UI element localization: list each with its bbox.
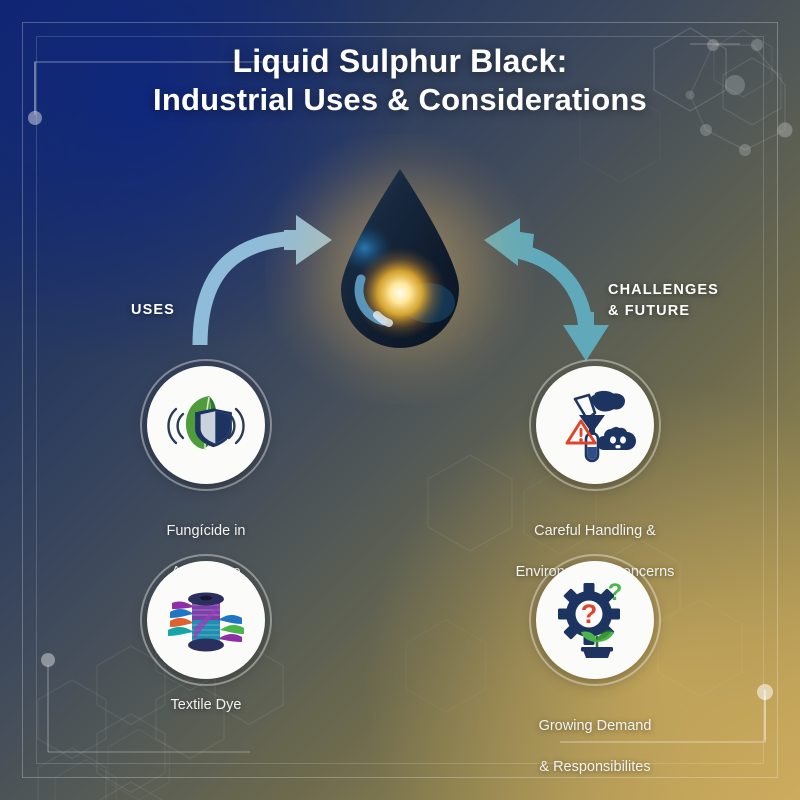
title-line-2: Industrial Uses & Considerations [153, 82, 647, 118]
branch-label-challenges-line2: & FUTURE [608, 303, 691, 320]
poster-title: Liquid Sulphur Black: Industrial Uses & … [0, 42, 800, 119]
svg-text:?: ? [581, 599, 598, 629]
thread-spool-icon [168, 592, 244, 652]
item-growing-demand-caption-line1: Growing Demand [538, 717, 652, 734]
svg-text:?: ? [608, 579, 623, 606]
leaf-shield-icon [167, 396, 245, 451]
item-textile-dye[interactable]: Textile Dye [101, 554, 311, 716]
item-growing-demand-circle[interactable]: ? ? [529, 554, 661, 686]
liquid-droplet-icon [341, 169, 459, 348]
item-careful-handling[interactable]: Careful Handling & Environmental Concern… [490, 359, 700, 582]
item-careful-handling-circle[interactable] [529, 359, 661, 491]
item-growing-demand[interactable]: ? ? [490, 554, 700, 777]
branch-label-uses: USES [131, 302, 175, 318]
title-line-1: Liquid Sulphur Black: [232, 43, 568, 79]
item-fungicide-caption-line1: Fungícide in [166, 522, 246, 539]
item-growing-demand-caption-line2: & Responsibilites [539, 758, 651, 775]
branch-label-challenges-line1: CHALLENGES [608, 282, 719, 298]
item-fungicide-circle[interactable] [140, 359, 272, 491]
gear-question-plant-icon: ? ? [558, 579, 623, 658]
item-careful-handling-caption-line1: Careful Handling & [534, 522, 656, 539]
central-droplet [265, 134, 535, 405]
branch-label-challenges: CHALLENGES & FUTURE [608, 280, 719, 322]
frame-border-inner [36, 36, 764, 764]
item-fungicide[interactable]: Fungícide in Agriculture [101, 359, 311, 582]
item-growing-demand-caption: Growing Demand & Responsibilites [490, 695, 700, 777]
frame-border-outer [22, 22, 778, 778]
item-textile-dye-caption: Textile Dye [170, 697, 242, 713]
item-textile-dye-circle[interactable] [140, 554, 272, 686]
hazard-handling-icon [565, 390, 636, 463]
